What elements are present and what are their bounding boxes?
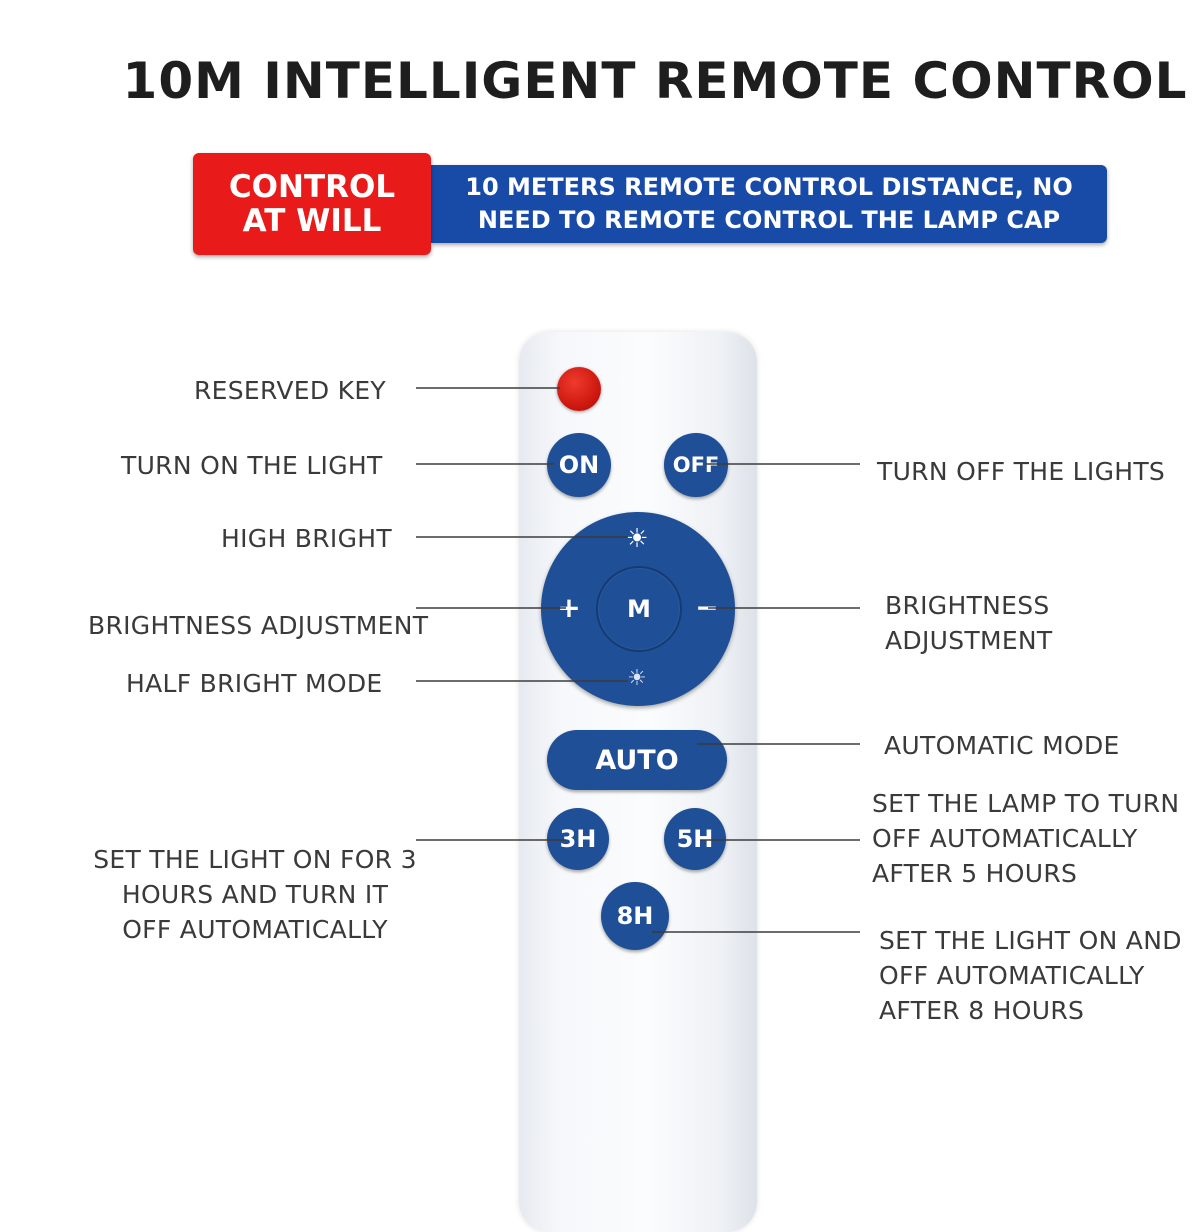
brightness-minus-button[interactable]: − (695, 590, 719, 624)
control-at-will-text: CONTROL AT WILL (228, 169, 396, 239)
label-brightness-left: BRIGHTNESS ADJUSTMENT (88, 611, 429, 640)
on-button[interactable]: ON (547, 433, 611, 497)
half-bright-icon[interactable]: ☀ (627, 665, 647, 691)
label-turn-off: TURN OFF THE LIGHTS (877, 457, 1166, 486)
label-timer-5h: SET THE LAMP TO TURN OFF AUTOMATICALLY A… (872, 789, 1180, 888)
remote-distance-banner: 10 METERS REMOTE CONTROL DISTANCE, NO NE… (431, 165, 1107, 243)
timer-5h-button[interactable]: 5H (664, 808, 726, 870)
high-bright-icon[interactable]: ☀ (625, 524, 649, 554)
mode-button[interactable]: M (596, 566, 682, 652)
label-half-bright: HALF BRIGHT MODE (126, 669, 383, 698)
label-timer-8h: SET THE LIGHT ON AND OFF AUTOMATICALLY A… (879, 926, 1182, 1025)
label-reserved-key: RESERVED KEY (194, 376, 386, 405)
control-at-will-badge: CONTROL AT WILL (193, 153, 431, 255)
auto-button[interactable]: AUTO (547, 730, 727, 790)
label-timer-3h: SET THE LIGHT ON FOR 3 HOURS AND TURN IT… (93, 845, 417, 944)
page-title: 10M INTELLIGENT REMOTE CONTROL (122, 52, 1188, 110)
remote-distance-text: 10 METERS REMOTE CONTROL DISTANCE, NO NE… (465, 173, 1073, 234)
label-high-bright: HIGH BRIGHT (221, 524, 392, 553)
label-brightness-right: BRIGHTNESS ADJUSTMENT (885, 591, 1053, 655)
timer-8h-button[interactable]: 8H (601, 882, 669, 950)
timer-3h-button[interactable]: 3H (547, 808, 609, 870)
reserved-key-button[interactable] (557, 367, 601, 411)
label-turn-on: TURN ON THE LIGHT (121, 451, 383, 480)
label-automatic-mode: AUTOMATIC MODE (884, 731, 1120, 760)
brightness-plus-button[interactable]: + (557, 590, 581, 624)
off-button[interactable]: OFF (664, 433, 728, 497)
